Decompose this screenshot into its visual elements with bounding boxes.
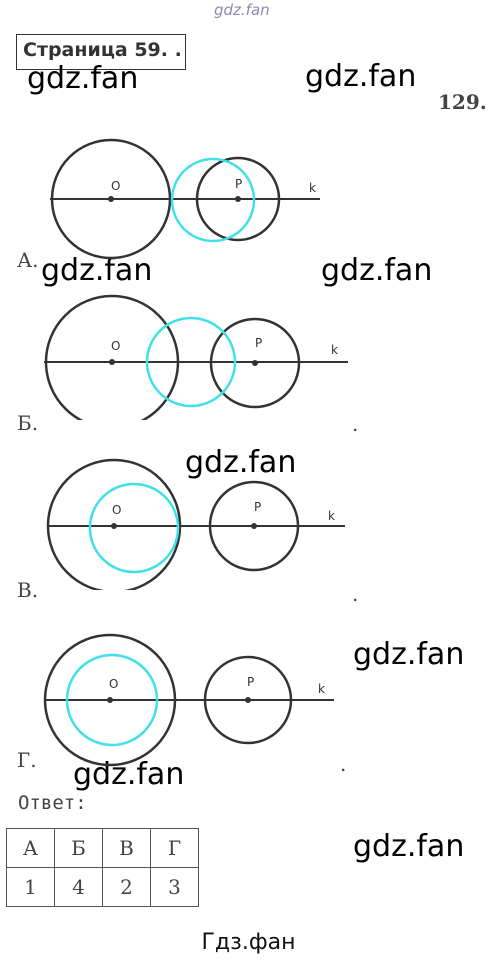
label-p: P xyxy=(247,675,254,689)
task-number: 129. xyxy=(438,90,487,114)
table-row: 1 4 2 3 xyxy=(6,867,199,907)
circle-p xyxy=(208,480,300,572)
label-k: k xyxy=(328,509,335,523)
table-cell: 2 xyxy=(102,867,151,907)
figure-v-label: В. xyxy=(17,578,39,602)
figure-b-dot: . xyxy=(352,412,359,436)
watermark: gdz.fan xyxy=(27,61,139,96)
highlight-circle xyxy=(170,157,256,243)
figure-g-diagram: O P k xyxy=(43,633,334,767)
highlight-circle xyxy=(65,653,159,747)
label-o: O xyxy=(109,677,118,691)
figure-v-dot: . xyxy=(352,582,359,606)
figure-a-diagram: O P k xyxy=(50,138,320,260)
highlight-circle xyxy=(88,482,180,574)
circle-o xyxy=(43,633,177,767)
table-row: А Б В Г xyxy=(6,828,199,868)
watermark: gdz.fan xyxy=(353,829,465,864)
label-k: k xyxy=(318,682,325,696)
figure-v-diagram: O P k xyxy=(46,458,345,590)
circle-p xyxy=(203,655,293,745)
watermark-top: gdz.fan xyxy=(214,1,270,19)
circle-o xyxy=(46,458,182,590)
label-o: O xyxy=(111,179,120,193)
figure-g-label: Г. xyxy=(17,748,37,772)
point-p xyxy=(245,697,251,703)
circle-o xyxy=(50,138,172,260)
label-o: O xyxy=(112,503,121,517)
point-o xyxy=(107,697,113,703)
label-k: k xyxy=(331,343,338,357)
point-o xyxy=(108,196,114,202)
watermark: gdz.fan xyxy=(185,445,297,480)
watermark: gdz.fan xyxy=(41,253,153,288)
watermark: gdz.fan xyxy=(73,757,185,792)
table-cell: 1 xyxy=(6,867,55,907)
point-o xyxy=(109,359,115,365)
table-header-cell: А xyxy=(6,828,55,868)
label-p: P xyxy=(255,336,262,350)
figure-g-dot: . xyxy=(340,752,347,776)
point-p xyxy=(235,196,241,202)
table-header-cell: Б xyxy=(54,828,103,868)
figure-b-label: Б. xyxy=(17,411,39,435)
label-p: P xyxy=(254,500,261,514)
page-number-box: Страница 59. . xyxy=(16,34,186,70)
table-header-cell: В xyxy=(102,828,151,868)
answer-table: А Б В Г 1 4 2 3 xyxy=(6,828,199,907)
point-o xyxy=(111,523,117,529)
label-k: k xyxy=(309,181,316,195)
circle-p xyxy=(209,317,301,409)
watermark: gdz.fan xyxy=(305,59,417,94)
circle-p xyxy=(195,156,281,242)
circle-o xyxy=(44,294,180,420)
point-p xyxy=(251,523,257,529)
highlight-circle xyxy=(145,316,237,408)
table-header-cell: Г xyxy=(150,828,199,868)
watermark: gdz.fan xyxy=(321,253,433,288)
answer-label: Ответ: xyxy=(18,792,87,814)
point-p xyxy=(252,360,258,366)
label-o: O xyxy=(111,339,120,353)
footer-watermark: Гдз.фан xyxy=(201,930,296,955)
figure-a-label: А. xyxy=(17,248,39,272)
label-p: P xyxy=(235,177,242,191)
figure-b-diagram: O P k xyxy=(44,294,348,420)
watermark: gdz.fan xyxy=(353,637,465,672)
table-cell: 3 xyxy=(150,867,199,907)
table-cell: 4 xyxy=(54,867,103,907)
